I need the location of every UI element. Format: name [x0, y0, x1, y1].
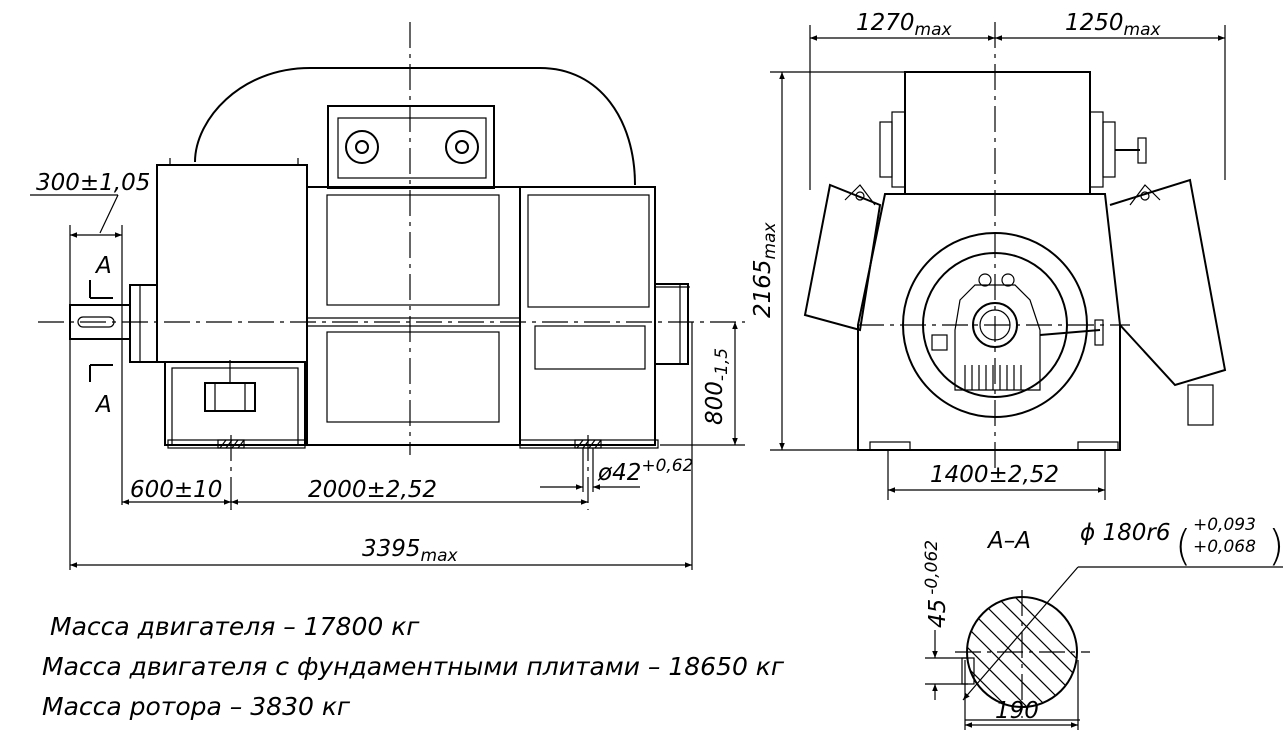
dim-foot-spacing: 2000±2,52 [308, 477, 437, 503]
side-view [770, 22, 1227, 500]
dim-width-right: 1250max [1065, 10, 1162, 40]
section-a-a [925, 566, 1283, 730]
section-mark-bottom: A [94, 392, 112, 418]
note-motor-mass: Масса двигателя – 17800 кг [50, 612, 420, 641]
bearing-shield-outer [902, 232, 1088, 418]
shaft-tol-upper: +0,093 [1193, 515, 1256, 535]
svg-text:(: ( [1175, 521, 1191, 570]
dim-shaft-length: 190 [995, 698, 1039, 724]
section-mark-top: A [94, 253, 112, 279]
dimension-labels: 300±1,05 A A 600±10 2000±2,52 3395max ø4… [36, 10, 1283, 724]
lower-left-frame [164, 361, 306, 446]
dim-base-width: 1400±2,52 [930, 462, 1059, 488]
shaft-tol-lower: +0,068 [1193, 537, 1256, 557]
left-bearing [129, 284, 158, 363]
right-housing [519, 186, 656, 446]
side-body [857, 193, 1121, 451]
dim-total-length: 3395max [362, 536, 459, 566]
dim-overall-height: 2165max [750, 221, 780, 318]
dim-shaft-offset: 300±1,05 [36, 170, 150, 196]
top-cover-outline [194, 67, 636, 186]
dim-axis-height: 800-1,5 [702, 348, 732, 425]
note-motor-mass-plates: Масса двигателя с фундаментными плитами … [42, 652, 785, 681]
dim-shaft-diameter: ϕ 180r6 [1080, 520, 1170, 546]
note-rotor-mass: Масса ротора – 3830 кг [42, 692, 351, 721]
bearing-shield-inner [922, 252, 1068, 398]
side-top-box [904, 71, 1091, 195]
right-bearing [654, 283, 689, 365]
dim-bolt-hole: ø42+0,62 [597, 456, 693, 486]
svg-text:): ) [1268, 521, 1283, 570]
dim-foot-offset: 600±10 [130, 477, 222, 503]
dim-width-left: 1270max [856, 10, 953, 40]
dim-key-depth: 45-0,062 [922, 540, 951, 628]
section-title: A–A [986, 528, 1031, 554]
left-end-housing [156, 164, 308, 363]
stator-body [306, 186, 521, 446]
front-view [30, 22, 745, 570]
